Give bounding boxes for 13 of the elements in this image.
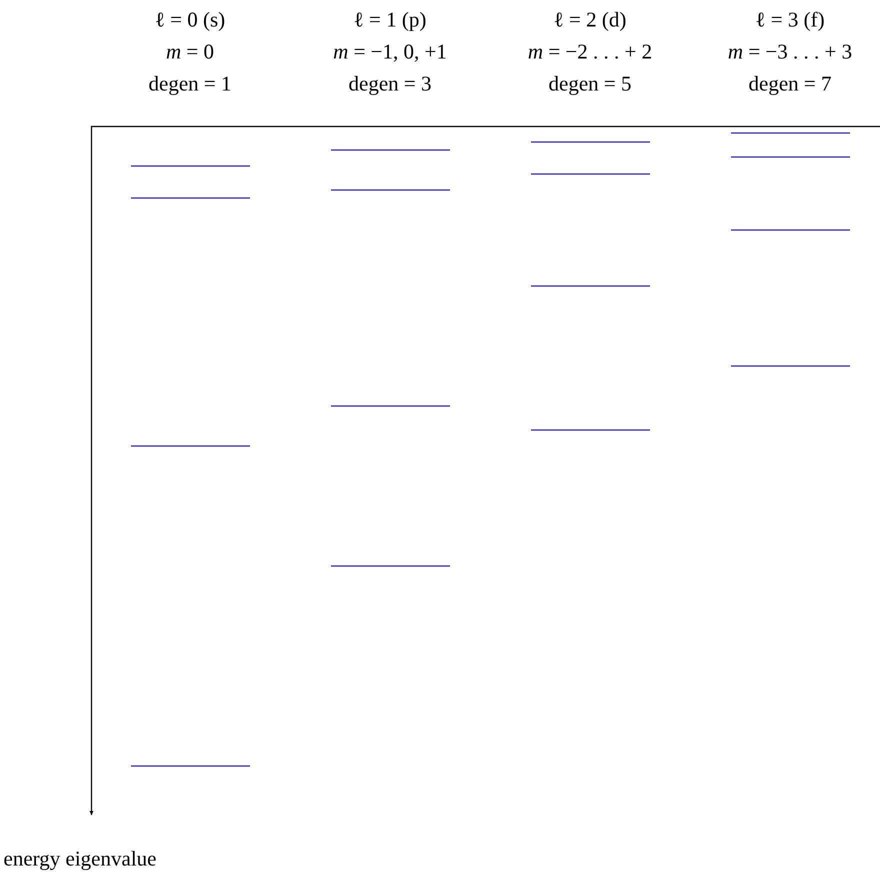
axis-label: energy eigenvalue	[4, 846, 156, 872]
quantum-number-label: ℓ = 3 (f)	[755, 8, 825, 32]
quantum-number-label: ℓ = 1 (p)	[354, 8, 426, 32]
magnetic-number-label: m = −3 . . . + 3	[728, 40, 852, 64]
magnetic-number-label: m = −1, 0, +1	[333, 40, 447, 64]
quantum-number-label: ℓ = 2 (d)	[554, 8, 626, 32]
magnetic-number-label: m = 0	[166, 40, 214, 64]
magnetic-number-label: m = −2 . . . + 2	[528, 40, 652, 64]
degeneracy-label: degen = 5	[548, 72, 632, 96]
degeneracy-label: degen = 7	[748, 72, 832, 96]
degeneracy-label: degen = 3	[348, 72, 432, 96]
degeneracy-label: degen = 1	[148, 72, 232, 96]
quantum-number-label: ℓ = 0 (s)	[154, 8, 226, 32]
